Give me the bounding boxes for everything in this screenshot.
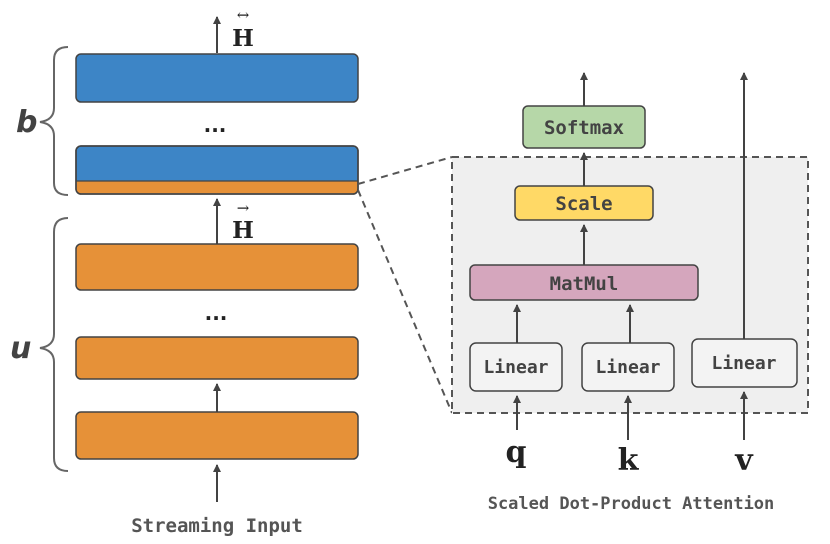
brace-u <box>39 217 69 472</box>
input-k: k <box>618 443 640 478</box>
group-label-b: b <box>16 105 37 140</box>
group-label-u: u <box>10 331 31 366</box>
matmul-label: MatMul <box>550 273 619 295</box>
attention-caption: Scaled Dot-Product Attention <box>488 494 775 514</box>
linear-k-label: Linear <box>595 357 660 378</box>
orange-layer-1 <box>75 243 359 291</box>
linear-k-box <box>581 342 675 392</box>
h-forward-arrow-symbol: → <box>237 199 250 217</box>
input-q: q <box>506 435 527 470</box>
zoom-line-bottom <box>357 189 453 414</box>
blue-layer-top <box>75 53 359 103</box>
linear-v-label: Linear <box>711 353 776 374</box>
input-v: v <box>734 443 754 478</box>
linear-q-label: Linear <box>483 357 548 378</box>
h-bidirectional-label: H <box>232 25 254 52</box>
softmax-label: Softmax <box>544 117 624 139</box>
orange-layer-2 <box>75 336 359 380</box>
brace-b <box>39 46 69 196</box>
orange-layer-3 <box>75 411 359 460</box>
orange-strip <box>76 181 358 194</box>
ellipsis-bottom: ... <box>205 301 228 325</box>
h-bidirectional-arrow-symbol: ↔ <box>237 6 250 24</box>
scale-box <box>514 185 654 221</box>
streaming-input-label: Streaming Input <box>131 515 303 537</box>
ellipsis-top: ... <box>204 113 227 137</box>
linear-q-box <box>469 342 563 392</box>
blue-orange-layer-outline <box>75 145 359 195</box>
h-forward-label: H <box>232 217 254 244</box>
linear-v-box <box>691 338 798 388</box>
zoom-line-top <box>357 156 453 185</box>
matmul-box <box>469 264 699 301</box>
scale-label: Scale <box>555 193 612 215</box>
softmax-box <box>522 105 646 149</box>
